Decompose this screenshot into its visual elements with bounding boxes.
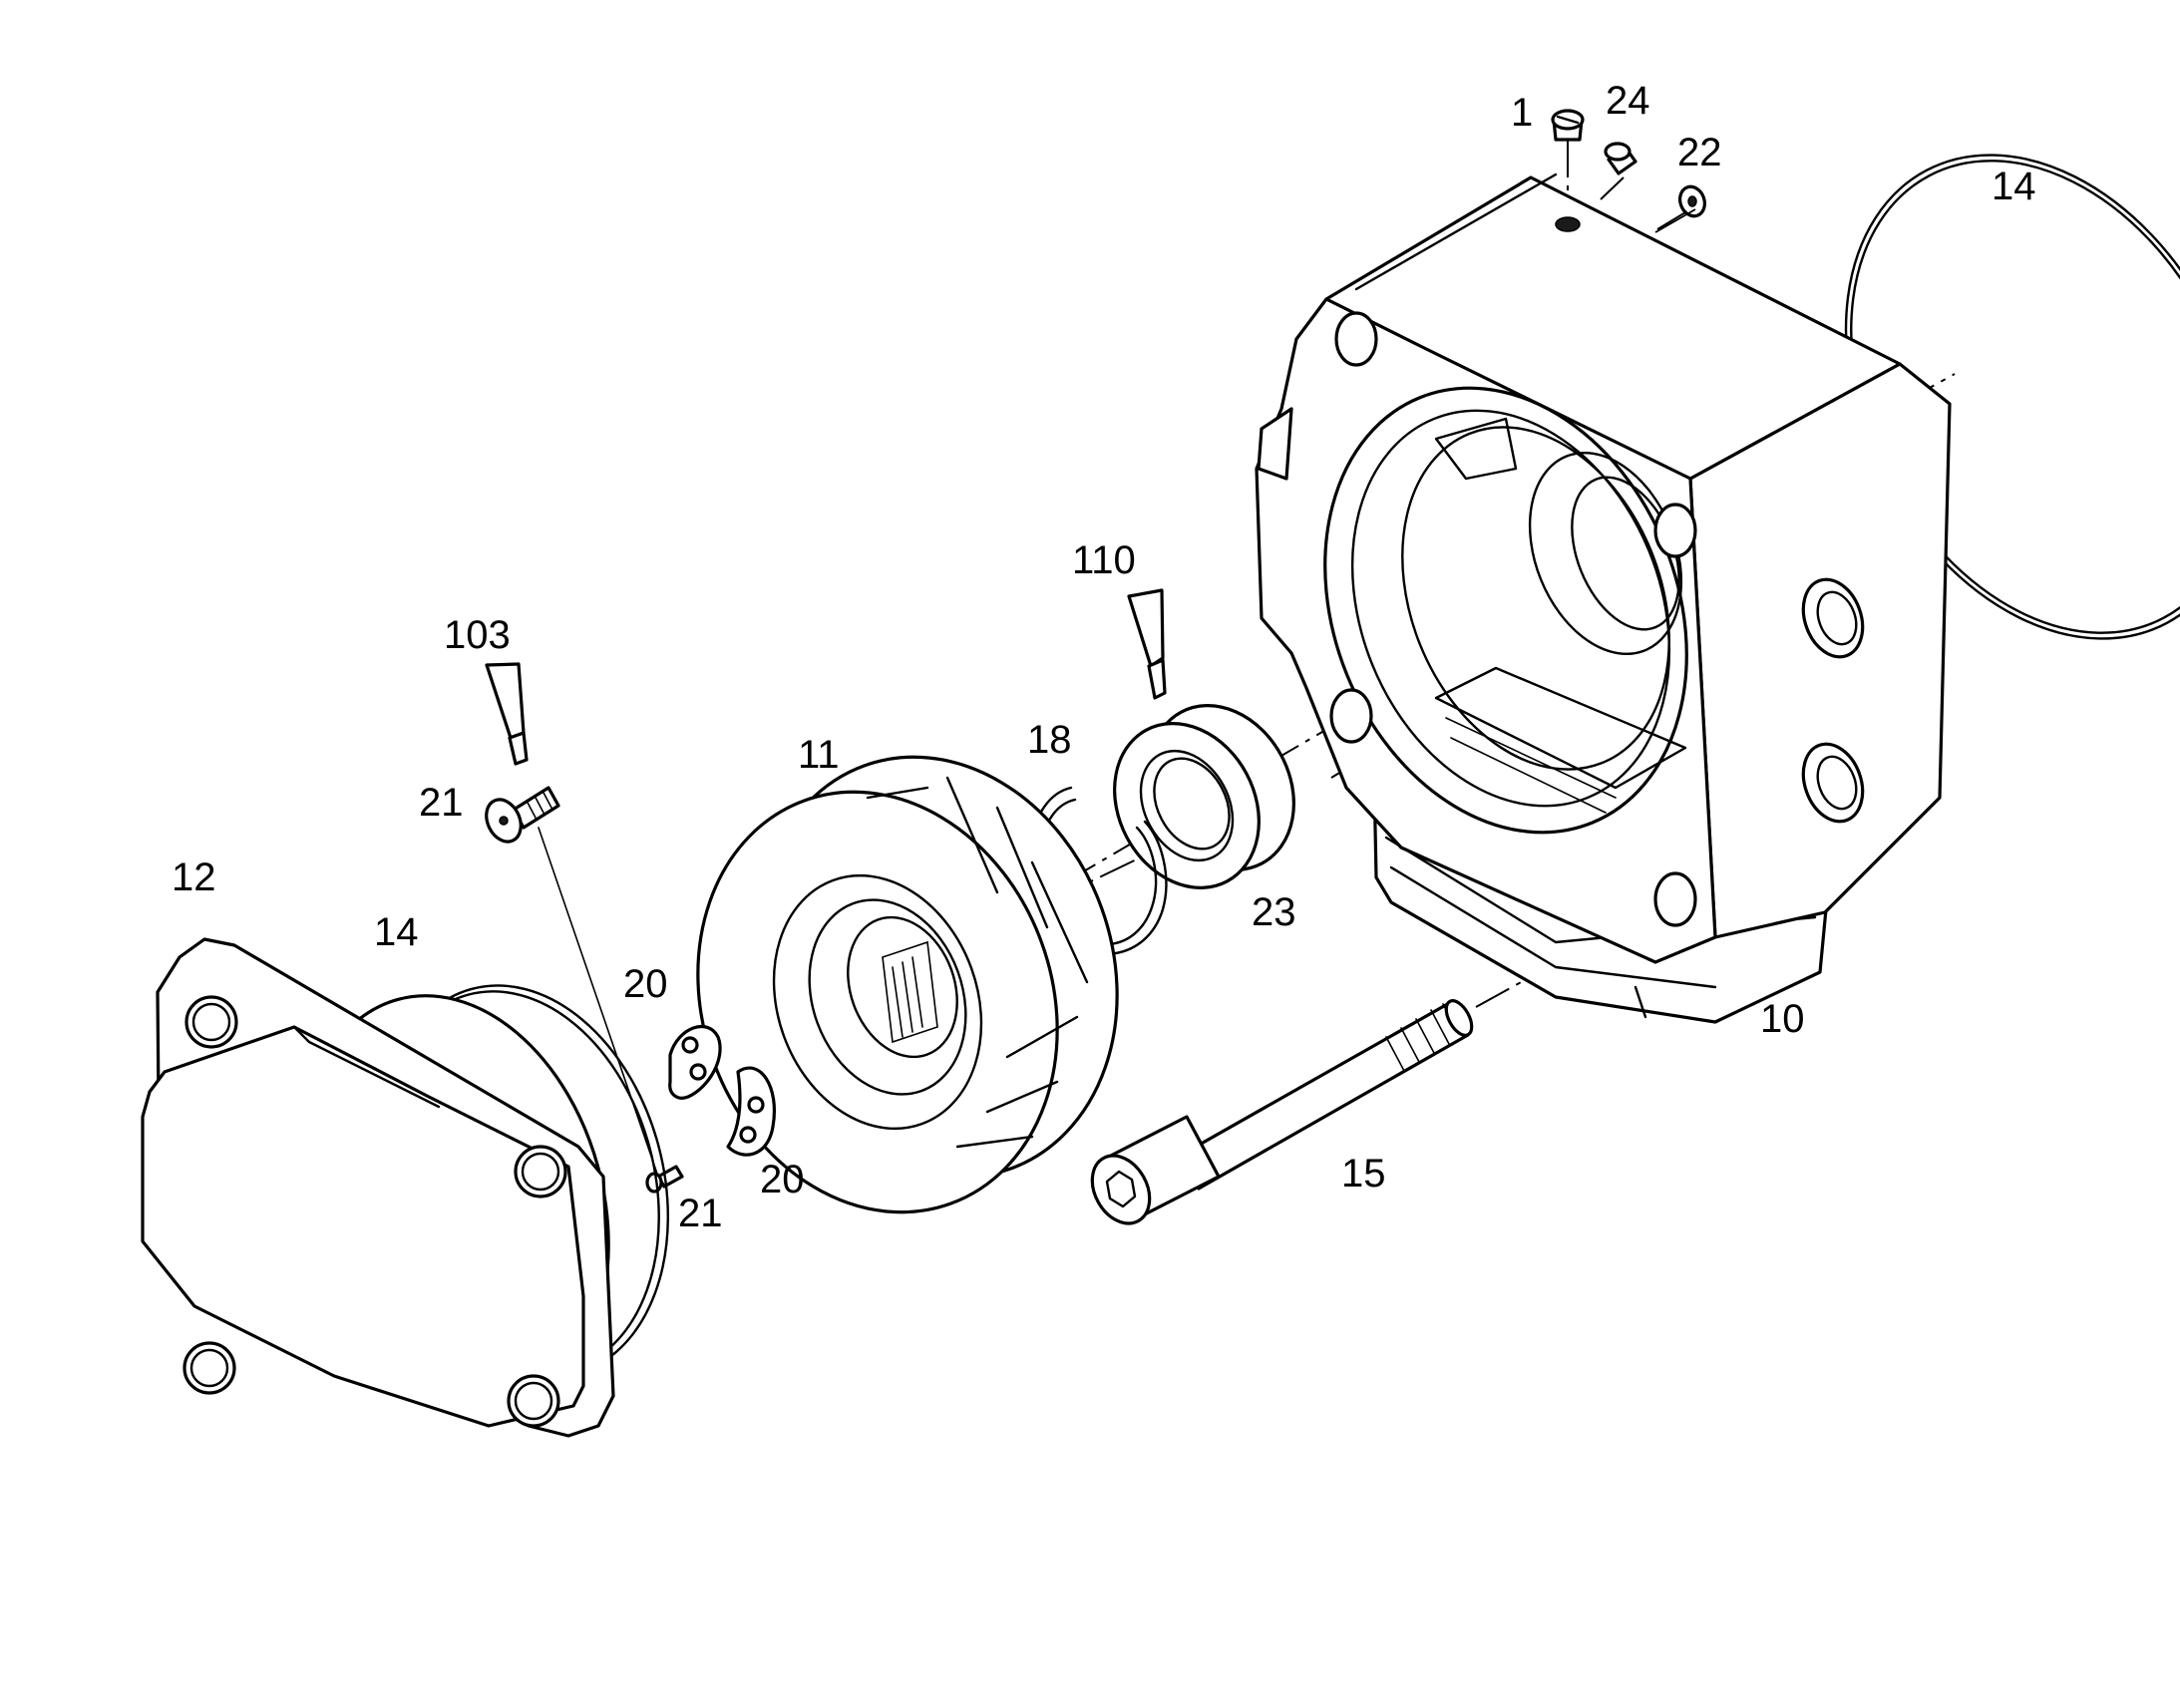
plug: [1604, 142, 1637, 175]
clip-lower: [726, 1066, 776, 1157]
label-22: 22: [1677, 131, 1722, 174]
label-10: 10: [1760, 997, 1805, 1041]
socket-head-bolt: [1090, 999, 1474, 1225]
leader-lines: [1654, 208, 1696, 233]
label-14-left: 14: [374, 910, 419, 954]
sealant-tube-103: [485, 662, 529, 766]
seal-washer: [1678, 184, 1706, 218]
sealant-tube-110: [1127, 588, 1167, 700]
vent-screw: [1551, 109, 1585, 142]
shaft-seal-ring: [1113, 704, 1295, 889]
screw-21-upper: [485, 786, 560, 844]
part-labels: 1 24 22 14 110 103 11 18 21 12 14 23 20 …: [172, 79, 2036, 1235]
clip-upper: [668, 1025, 722, 1100]
label-21-top: 21: [419, 781, 464, 825]
label-1: 1: [1511, 91, 1533, 135]
label-11: 11: [798, 733, 840, 777]
label-24: 24: [1606, 79, 1650, 123]
label-20-top: 20: [623, 962, 668, 1006]
label-103: 103: [444, 613, 511, 657]
label-15: 15: [1341, 1152, 1386, 1196]
pump-housing: [1255, 172, 1952, 1024]
label-18: 18: [1027, 718, 1072, 762]
label-12: 12: [172, 855, 216, 899]
label-23: 23: [1252, 890, 1296, 934]
label-14-top: 14: [1992, 165, 2036, 208]
label-21-bottom: 21: [678, 1192, 723, 1235]
impeller: [696, 755, 1119, 1214]
cover-plate: [141, 937, 615, 1438]
label-110: 110: [1072, 538, 1136, 582]
label-20-bottom: 20: [760, 1158, 805, 1201]
